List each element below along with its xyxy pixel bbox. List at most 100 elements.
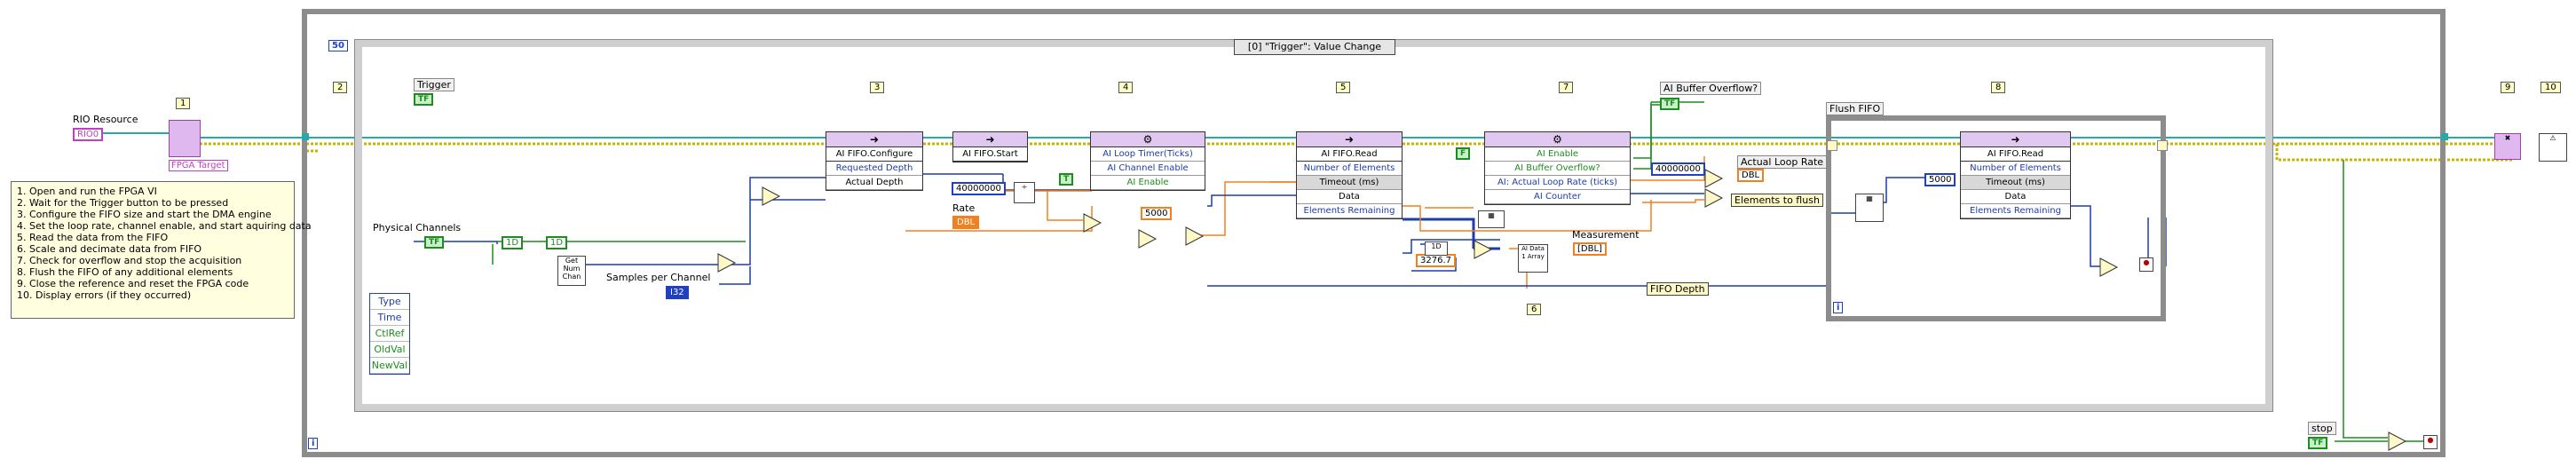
true-constant[interactable]: T xyxy=(1059,173,1074,186)
bool-array-node[interactable]: 1D xyxy=(546,236,568,249)
rio-resource-control[interactable]: RIO0 xyxy=(73,128,104,141)
array-subset-node[interactable]: ▦ xyxy=(1478,210,1505,228)
note-10: 10. Display errors (if they occurred) xyxy=(17,289,192,301)
loop-timer-wrench-icon: ⚙ xyxy=(1091,132,1205,147)
subtract-node[interactable] xyxy=(1704,188,1724,208)
loop-timer-channel-enable[interactable]: AI Channel Enable xyxy=(1091,162,1205,176)
shift-register-left xyxy=(1827,140,1837,151)
flush-fifo-loop[interactable] xyxy=(1826,115,2166,321)
get-num-chan-node[interactable]: Get Num Chan xyxy=(557,256,586,286)
samples-per-channel-label: Samples per Channel xyxy=(606,272,711,283)
physical-channels-control[interactable]: TF xyxy=(424,236,445,249)
loop-timer-ai-enable[interactable]: AI Enable xyxy=(1091,176,1205,190)
enable-buffer-overflow[interactable]: AI Buffer Overflow? xyxy=(1485,162,1630,176)
false-constant[interactable]: F xyxy=(1456,147,1471,160)
trigger-label: Trigger xyxy=(414,78,454,91)
fifo-read-node[interactable]: ➜ AI FIFO.Read Number of Elements Timeou… xyxy=(1296,131,1403,219)
multiply-node-4[interactable] xyxy=(1185,226,1205,246)
frame-num-5: 5 xyxy=(1336,82,1351,93)
note-2: 2. Wait for the Trigger button to be pre… xyxy=(17,197,229,209)
get-num-chan-text: Get Num Chan xyxy=(562,257,581,281)
measurement-indicator: [DBL] xyxy=(1573,242,1607,256)
frame-num-2: 2 xyxy=(333,82,348,93)
index-array-node[interactable]: 1D xyxy=(1425,241,1448,256)
while-loop[interactable] xyxy=(302,9,2446,457)
configure-requested-depth[interactable]: Requested Depth xyxy=(826,162,922,176)
ai-data-array-text: AI Data 1 Array xyxy=(1521,245,1545,260)
read-flush-number-of-elements[interactable]: Number of Elements xyxy=(1961,162,2070,176)
read-flush-timeout[interactable]: Timeout (ms) xyxy=(1961,176,2070,190)
loop-timer-node[interactable]: ⚙ AI Loop Timer(Ticks) AI Channel Enable… xyxy=(1090,131,1205,191)
event-data-ctlref[interactable]: CtlRef xyxy=(370,326,409,342)
buffer-overflow-indicator: TF xyxy=(1660,98,1680,110)
simple-error-handler-icon[interactable]: ⚠ xyxy=(2539,133,2567,162)
note-5: 5. Read the data from the FIFO xyxy=(17,232,169,243)
frame-num-7: 7 xyxy=(1559,82,1574,93)
note-4: 4. Set the loop rate, channel enable, an… xyxy=(17,220,312,232)
divide-round-node[interactable]: ÷ xyxy=(1014,182,1035,203)
flush-unbundle-node[interactable]: ▦ xyxy=(1855,194,1884,222)
read-flush-arrow-icon: ➜ xyxy=(1961,132,2070,147)
multiply-node-1[interactable] xyxy=(717,253,737,273)
event-data-newval[interactable]: NewVal xyxy=(370,358,409,374)
flush-stop-terminal[interactable]: ● xyxy=(2139,257,2153,272)
fifo-read-flush-node[interactable]: ➜ AI FIFO.Read Number of Elements Timeou… xyxy=(1960,131,2071,219)
close-fpga-icon[interactable]: ✖ xyxy=(2494,133,2521,160)
configure-actual-depth[interactable]: Actual Depth xyxy=(826,176,922,190)
multiply-node-2[interactable] xyxy=(762,186,781,206)
notes-panel: 1. Open and run the FPGA VI 2. Wait for … xyxy=(11,181,312,319)
loop-count[interactable]: 50 xyxy=(328,40,348,51)
read-timeout[interactable]: Timeout (ms) xyxy=(1297,176,1402,190)
read-flush-elements-remaining[interactable]: Elements Remaining xyxy=(1961,204,2070,218)
open-fpga-vi-icon[interactable] xyxy=(169,120,201,157)
start-arrow-icon: ➜ xyxy=(953,132,1027,147)
or-node[interactable] xyxy=(2388,431,2407,451)
event-data-oldval[interactable]: OldVal xyxy=(370,342,409,358)
rio-resource-label: RIO Resource xyxy=(73,114,138,125)
read-flush-data[interactable]: Data xyxy=(1961,190,2070,204)
enable-overflow-node[interactable]: ⚙ AI Enable AI Buffer Overflow? AI: Actu… xyxy=(1484,131,1631,205)
note-9: 9. Close the reference and reset the FPG… xyxy=(17,278,249,289)
loop-timer-ticks[interactable]: AI Loop Timer(Ticks) xyxy=(1091,147,1205,162)
read-elements-remaining[interactable]: Elements Remaining xyxy=(1297,204,1402,218)
enable-ai-counter[interactable]: AI Counter xyxy=(1485,190,1630,204)
buffer-overflow-label: AI Buffer Overflow? xyxy=(1660,82,1762,95)
ai-data-array-node[interactable]: AI Data 1 Array xyxy=(1518,244,1548,273)
divide-node-2[interactable] xyxy=(1704,169,1724,188)
five-thousand-constant[interactable]: 5000 xyxy=(1141,207,1173,220)
flush-iteration-terminal: i xyxy=(1833,302,1844,313)
event-data-time[interactable]: Time xyxy=(370,310,409,326)
loop-stop-terminal[interactable]: ● xyxy=(2423,435,2438,449)
divide-node-1[interactable] xyxy=(1083,213,1102,233)
frame-num-3: 3 xyxy=(870,82,885,93)
rate-control[interactable]: DBL xyxy=(952,216,980,229)
actual-loop-rate-indicator: DBL xyxy=(1737,169,1765,182)
enable-ai-enable[interactable]: AI Enable xyxy=(1485,147,1630,162)
ticks-constant-1[interactable]: 40000000 xyxy=(952,182,1006,195)
multiply-node-3[interactable] xyxy=(1138,229,1158,249)
scale-constant[interactable]: 3276.7 xyxy=(1416,254,1456,267)
array-size-node[interactable]: 1D xyxy=(502,236,524,249)
fifo-configure-node[interactable]: ➜ AI FIFO.Configure Requested Depth Actu… xyxy=(826,131,923,191)
greater-node[interactable] xyxy=(2099,257,2119,277)
frame-num-1: 1 xyxy=(176,98,191,109)
five-thousand-constant-flush[interactable]: 5000 xyxy=(1924,173,1956,186)
trigger-terminal[interactable]: TF xyxy=(414,93,434,106)
note-8: 8. Flush the FIFO of any additional elem… xyxy=(17,266,233,278)
ticks-constant-2[interactable]: 40000000 xyxy=(1651,162,1705,176)
event-data-node[interactable]: Type Time CtlRef OldVal NewVal xyxy=(369,293,410,375)
read-arrow-icon: ➜ xyxy=(1297,132,1402,147)
frame-num-10: 10 xyxy=(2540,82,2561,93)
read-number-of-elements[interactable]: Number of Elements xyxy=(1297,162,1402,176)
fpga-target-label: FPGA Target xyxy=(169,160,228,171)
multiply-node-5[interactable] xyxy=(1474,240,1493,259)
event-data-type[interactable]: Type xyxy=(370,294,409,310)
read-data[interactable]: Data xyxy=(1297,190,1402,204)
enable-actual-loop-rate[interactable]: AI: Actual Loop Rate (ticks) xyxy=(1485,176,1630,190)
fifo-start-node[interactable]: ➜ AI FIFO.Start xyxy=(952,131,1028,162)
stop-button[interactable]: TF xyxy=(2308,437,2328,449)
event-selector[interactable]: [0] "Trigger": Value Change xyxy=(1234,39,1395,55)
frame-num-6: 6 xyxy=(1527,304,1542,315)
note-6: 6. Scale and decimate data from FIFO xyxy=(17,243,202,255)
samples-per-channel-control[interactable]: I32 xyxy=(666,286,689,299)
